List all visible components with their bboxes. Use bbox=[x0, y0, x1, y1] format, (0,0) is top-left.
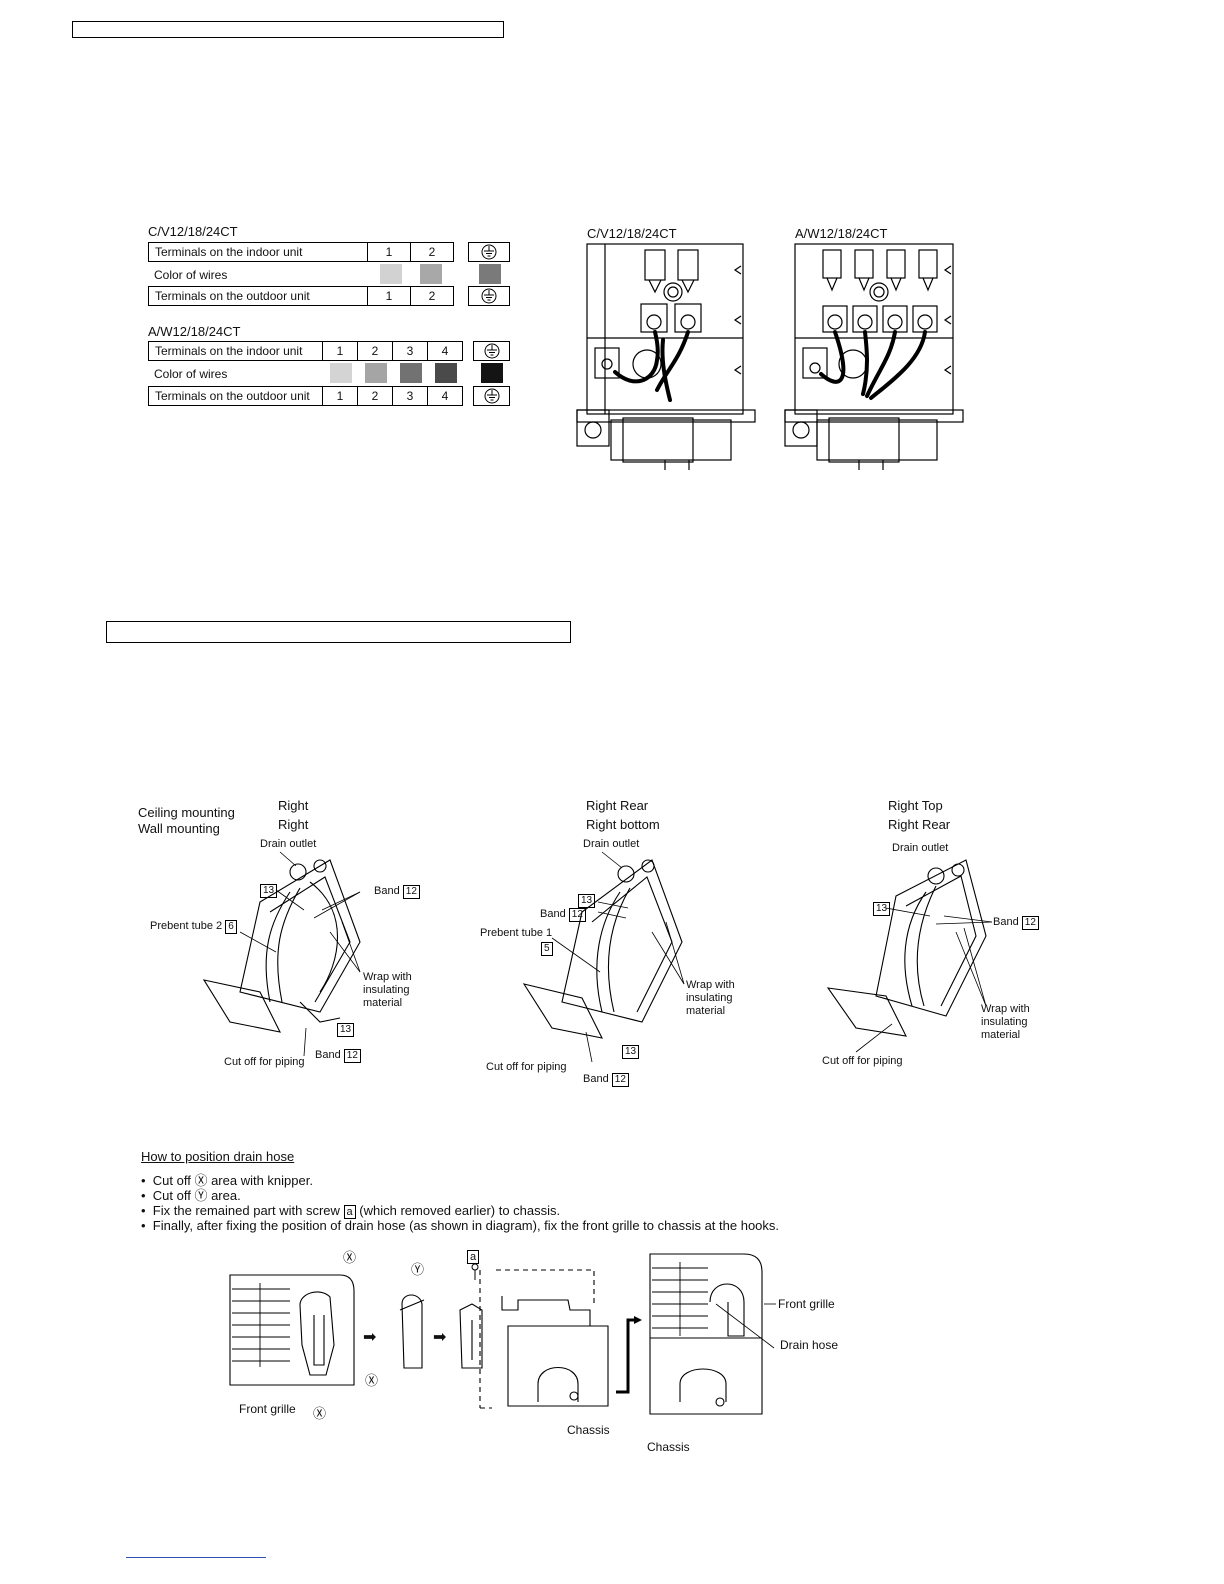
aw-indoor-terminal-1: 1 bbox=[322, 341, 358, 361]
fig1-band-b-label: Band 12 bbox=[315, 1049, 361, 1063]
aw-indoor-terminal-3: 3 bbox=[392, 341, 428, 361]
section-header-box-middle bbox=[106, 621, 571, 643]
cv-indoor-label: Terminals on the indoor unit bbox=[148, 242, 368, 262]
cv-indoor-terminal-1: 1 bbox=[367, 242, 411, 262]
cv-color-label: Color of wires bbox=[154, 268, 228, 282]
cv-indoor-ground bbox=[468, 242, 510, 262]
drain-step-4: • Finally, after fixing the position of … bbox=[141, 1218, 780, 1233]
hose-piece-y-diagram bbox=[399, 1294, 425, 1369]
section-header-box-top bbox=[72, 21, 504, 38]
aw-wire-color-4 bbox=[435, 363, 457, 383]
fig1-cut-off-label: Cut off for piping bbox=[224, 1056, 305, 1068]
drain-step-1: • Cut off Ⓧ area with knipper. bbox=[141, 1173, 313, 1188]
fig2-band-b-label: Band 12 bbox=[583, 1073, 629, 1087]
fig2-prebent-tube-label: Prebent tube 1 bbox=[480, 927, 553, 939]
ceiling-mounting-label: Ceiling mounting bbox=[138, 805, 235, 820]
fig3-ceiling-direction: Right Top bbox=[888, 798, 943, 813]
footer-link-underline bbox=[126, 1557, 266, 1558]
aw-outdoor-terminal-3: 3 bbox=[392, 386, 428, 406]
aw-indoor-ground bbox=[473, 341, 510, 361]
chassis-right-label: Chassis bbox=[647, 1440, 690, 1454]
fig1-band-label: Band 12 bbox=[374, 885, 420, 899]
fig3-band-label: Band 12 bbox=[993, 916, 1039, 930]
aw-indoor-terminal-2: 2 bbox=[357, 341, 393, 361]
fig2-band-label: Band 12 bbox=[540, 908, 586, 922]
cv-outdoor-terminal-1: 1 bbox=[367, 286, 411, 306]
ground-icon bbox=[484, 343, 499, 359]
front-grille-cut-diagram bbox=[229, 1274, 355, 1386]
fig2-ceiling-direction: Right Rear bbox=[586, 798, 649, 813]
cv-table-title: C/V12/18/24CT bbox=[148, 224, 238, 239]
cv-terminal-diagram-title: C/V12/18/24CT bbox=[587, 226, 677, 241]
x-mark-right: Ⓧ bbox=[365, 1373, 379, 1388]
cv-terminal-block-diagram bbox=[576, 243, 756, 470]
fig2-part-13: 13 bbox=[578, 894, 596, 908]
drain-hose-heading: How to position drain hose bbox=[141, 1149, 295, 1164]
aw-wire-color-ground bbox=[481, 363, 503, 383]
cv-indoor-terminal-2: 2 bbox=[410, 242, 454, 262]
front-grille-right-label: Front grille bbox=[778, 1297, 835, 1311]
drain-step-3: • Fix the remained part with screw a (wh… bbox=[141, 1203, 561, 1219]
fig1-part-13b: 13 bbox=[337, 1023, 355, 1037]
aw-outdoor-terminal-2: 2 bbox=[357, 386, 393, 406]
aw-outdoor-terminal-1: 1 bbox=[322, 386, 358, 406]
wall-mounting-label: Wall mounting bbox=[138, 821, 220, 836]
fig3-piping-illustration bbox=[826, 859, 993, 1053]
cv-outdoor-label: Terminals on the outdoor unit bbox=[148, 286, 368, 306]
aw-indoor-label: Terminals on the indoor unit bbox=[148, 341, 323, 361]
x-mark-bottom: Ⓧ bbox=[313, 1406, 327, 1421]
aw-outdoor-label: Terminals on the outdoor unit bbox=[148, 386, 323, 406]
fig2-part-13b: 13 bbox=[622, 1045, 640, 1059]
cv-wire-color-ground bbox=[479, 264, 501, 284]
aw-terminal-diagram-title: A/W12/18/24CT bbox=[795, 226, 888, 241]
final-assembly-diagram bbox=[649, 1253, 776, 1415]
aw-outdoor-terminal-4: 4 bbox=[427, 386, 463, 406]
chassis-label: Chassis bbox=[567, 1423, 610, 1437]
bent-arrow-icon bbox=[616, 1316, 642, 1394]
front-grille-label: Front grille bbox=[239, 1402, 296, 1416]
arrow-right-icon: ➡ bbox=[363, 1329, 377, 1346]
fig2-drain-outlet-label: Drain outlet bbox=[583, 838, 640, 850]
aw-table-title: A/W12/18/24CT bbox=[148, 324, 241, 339]
drain-hose-label: Drain hose bbox=[780, 1338, 839, 1352]
fig2-part-5: 5 bbox=[541, 942, 553, 956]
fig1-piping-illustration bbox=[202, 851, 361, 1057]
aw-outdoor-ground bbox=[473, 386, 510, 406]
cv-outdoor-terminal-2: 2 bbox=[410, 286, 454, 306]
aw-wire-color-3 bbox=[400, 363, 422, 383]
fig3-wall-direction: Right Rear bbox=[888, 817, 951, 832]
fig3-cut-off-label: Cut off for piping bbox=[822, 1055, 903, 1067]
fig1-wall-direction: Right bbox=[278, 817, 309, 832]
arrow-right-icon: ➡ bbox=[433, 1329, 447, 1346]
cv-wire-color-2 bbox=[420, 264, 442, 284]
fig1-prebent-tube-label: Prebent tube 2 6 bbox=[150, 920, 237, 934]
aw-terminal-block-diagram bbox=[784, 243, 964, 470]
cv-wire-color-1 bbox=[380, 264, 402, 284]
aw-wire-color-1 bbox=[330, 363, 352, 383]
x-mark-top: Ⓧ bbox=[343, 1250, 357, 1265]
drain-step-2: • Cut off Ⓨ area. bbox=[141, 1188, 241, 1203]
aw-wire-color-2 bbox=[365, 363, 387, 383]
aw-color-label: Color of wires bbox=[154, 367, 228, 381]
cv-outdoor-ground bbox=[468, 286, 510, 306]
fig1-drain-outlet-label: Drain outlet bbox=[260, 838, 317, 850]
aw-indoor-terminal-4: 4 bbox=[427, 341, 463, 361]
fig3-drain-outlet-label: Drain outlet bbox=[892, 842, 949, 854]
screw-icon bbox=[471, 1263, 479, 1280]
ground-icon bbox=[484, 388, 499, 404]
y-mark: Ⓨ bbox=[411, 1262, 425, 1277]
fig2-cut-off-label: Cut off for piping bbox=[486, 1061, 567, 1073]
fig2-piping-illustration bbox=[522, 851, 685, 1063]
hose-piece-remained-diagram bbox=[459, 1303, 483, 1369]
ground-icon bbox=[481, 244, 497, 260]
chassis-assembly-diagram bbox=[479, 1269, 609, 1409]
ground-icon bbox=[481, 288, 497, 304]
fig1-ceiling-direction: Right bbox=[278, 798, 309, 813]
screw-a-label: a bbox=[467, 1250, 480, 1264]
fig2-wall-direction: Right bottom bbox=[586, 817, 660, 832]
